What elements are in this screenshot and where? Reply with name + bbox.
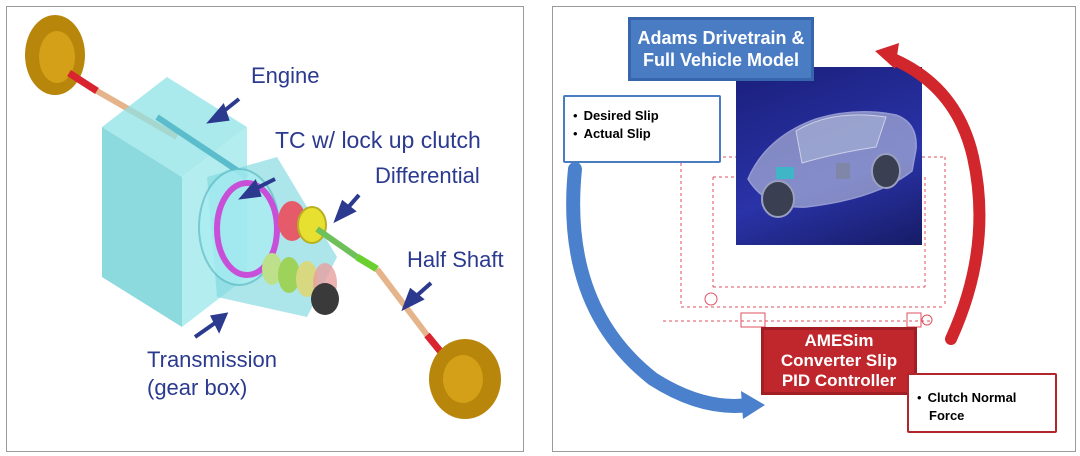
drivetrain-illustration-panel: Engine TC w/ lock up clutch Differential… [6,6,524,452]
tc-arrow-head [238,179,262,200]
transmission-label: Transmission [147,347,277,372]
tc-label: TC w/ lock up clutch [275,127,481,153]
transmission-arrow [193,321,217,339]
desired-slip-item: Desired Slip [573,107,711,125]
feedback-arrow-blue-head [741,391,765,419]
drivetrain-drawing [25,15,501,419]
engine-block-front [102,127,182,327]
amesim-box-line-1: AMESim [804,331,874,350]
gearbox-label: (gear box) [147,375,248,400]
clutch-force-line-1: Clutch Normal [917,389,1047,407]
vehicle-wireframe [747,111,917,218]
feedback-arrow-blue [566,162,756,413]
gear-2 [278,257,300,293]
adams-box-line-2: Full Vehicle Model [642,50,800,70]
car-windows [795,114,887,164]
right-shaft-green-1 [315,226,359,260]
pid-block [740,312,766,328]
output-junction [921,314,933,326]
half-shaft-arrow-head [401,287,425,312]
differential-arrow-head [333,199,357,224]
car-front-wheel [761,180,795,218]
vehicle-model-image [736,67,922,245]
engine-arrow-head [206,103,230,124]
clutch-force-note: Clutch Normal Force [907,373,1057,433]
adams-box-line-1: Adams Drivetrain & [637,28,805,48]
feedback-arrow-red-head [875,43,899,69]
slip-signals-note: Desired Slip Actual Slip [563,95,721,163]
transmission-arrow-head [210,312,229,334]
car-drivetrain-part [776,167,794,179]
amesim-controller-box: AMESim Converter Slip PID Controller [761,327,917,395]
gear-1 [262,253,282,285]
left-wheel-hub [39,31,75,83]
differential-gear-yellow [297,206,327,244]
amesim-box-line-2: Converter Slip [780,351,898,370]
control-loop-drawing [566,43,986,419]
right-shaft [374,267,430,337]
signal-lines [663,156,946,322]
left-shaft-red [67,70,99,94]
clutch-force-line-2-text: Force [929,408,965,423]
engine-label: Engine [251,63,320,88]
gain-block [906,312,922,328]
output-flange [311,283,339,315]
feedback-arrow-red [887,53,986,345]
right-shaft-green-2 [355,253,379,273]
adams-model-box: Adams Drivetrain & Full Vehicle Model [628,17,814,81]
clutch-force-line-2: Force [917,407,1047,425]
control-loop-panel: Adams Drivetrain & Full Vehicle Model De… [552,6,1076,452]
car-seat [836,163,850,179]
summing-junction [704,292,718,306]
differential-label: Differential [375,163,480,188]
lockup-clutch-ring [214,180,280,278]
label-arrows [193,97,433,339]
inner-shaft [155,114,249,180]
right-wheel-hub [443,355,483,403]
car-rear-wheel [871,153,901,189]
amesim-box-line-3: PID Controller [781,371,897,390]
actual-slip-item: Actual Slip [573,125,711,143]
gear-3 [296,261,318,297]
half-shaft-label: Half Shaft [407,247,504,272]
